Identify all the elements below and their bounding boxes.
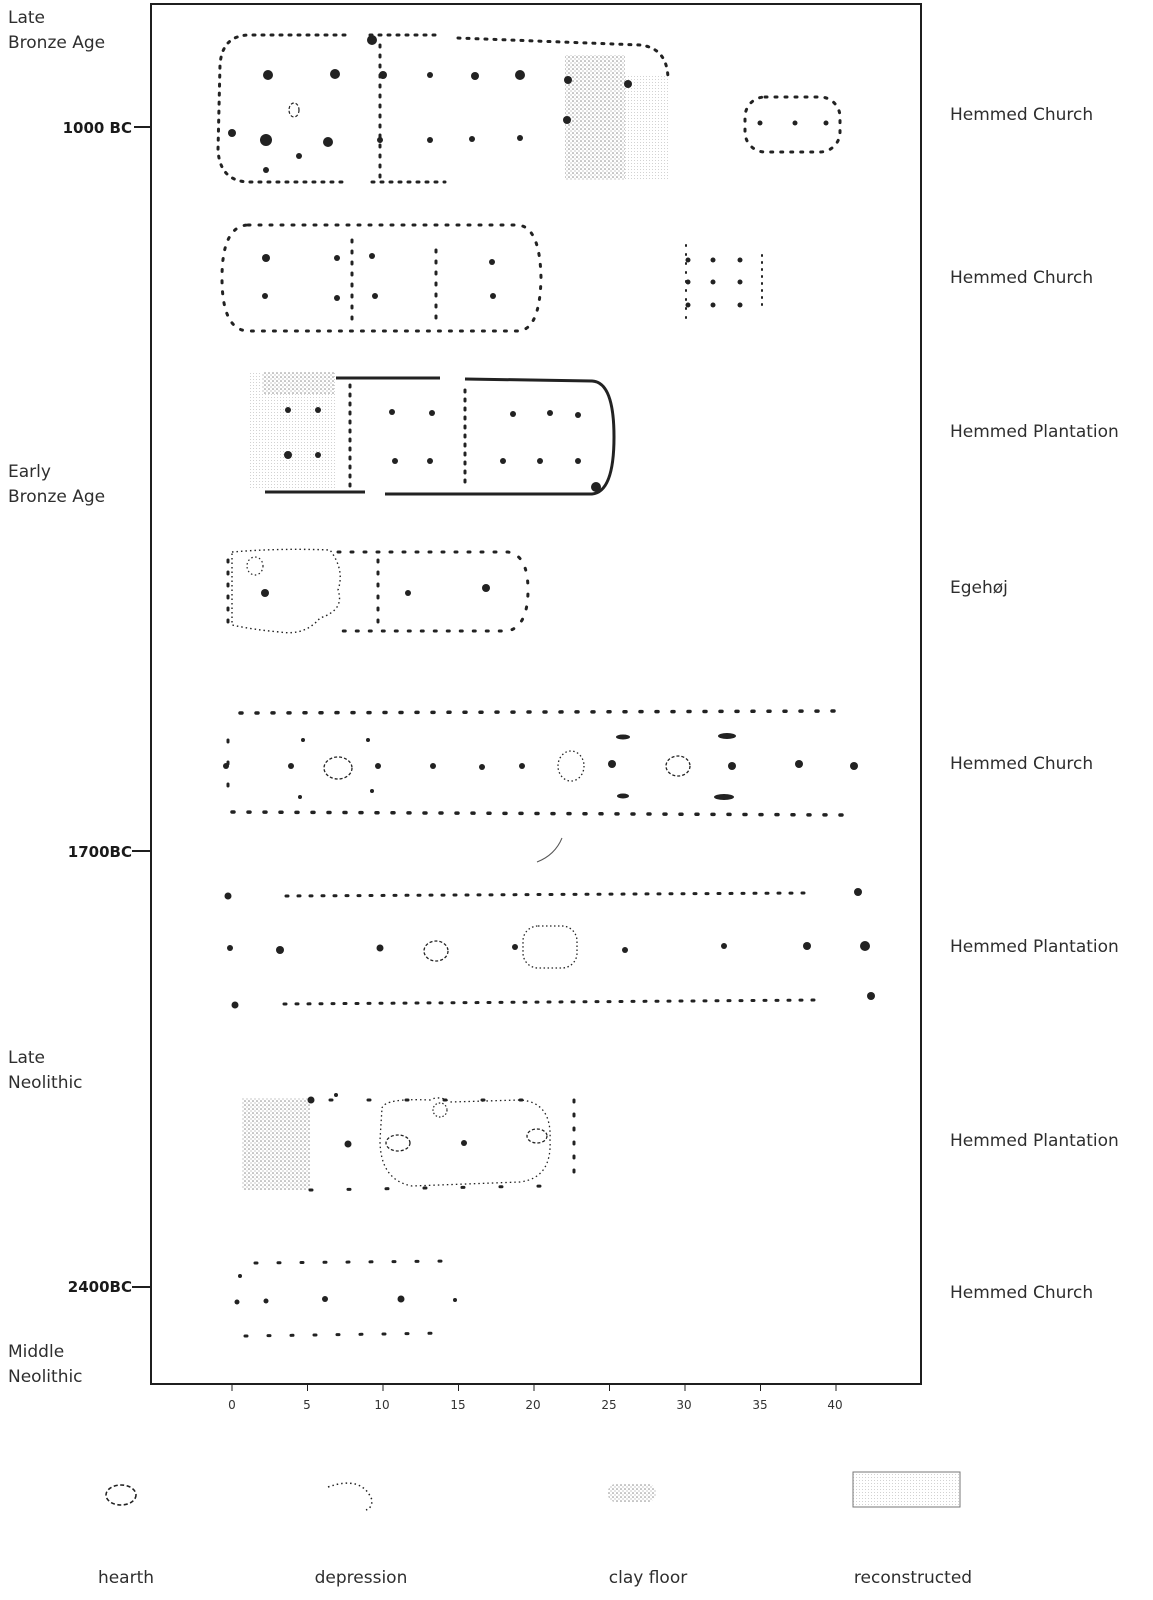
house-plan-1-outbuilding bbox=[743, 95, 842, 154]
period-label-early-bronze-age: Early Bronze Age bbox=[8, 462, 106, 507]
clay-floor-icon bbox=[608, 1484, 656, 1502]
legend-label-hearth: hearth bbox=[97, 1568, 155, 1588]
period-label-late-bronze-age: Late Bronze Age bbox=[8, 8, 106, 53]
house-plan-1 bbox=[216, 33, 670, 184]
house-plan-6 bbox=[224, 837, 875, 1009]
scale-tick-label: 15 bbox=[450, 1398, 466, 1412]
scale-tick-label: 0 bbox=[228, 1398, 236, 1412]
site-label-house-8: Hemmed Church bbox=[950, 1283, 1094, 1303]
date-label-1000bc: 1000 BC bbox=[62, 119, 132, 137]
house-plan-2-outbuilding bbox=[685, 244, 763, 321]
clay-floor-area bbox=[262, 372, 334, 394]
site-label-house-7: Hemmed Plantation bbox=[950, 1131, 1119, 1151]
house-plan-4 bbox=[226, 548, 530, 634]
site-label-house-2: Hemmed Church bbox=[950, 268, 1094, 288]
depression-icon bbox=[327, 1482, 373, 1511]
legend-label-clay-floor: clay floor bbox=[608, 1568, 688, 1588]
clay-floor-area bbox=[565, 55, 625, 180]
house-plan-8 bbox=[234, 1259, 457, 1338]
scale-axis bbox=[231, 1384, 837, 1391]
period-label-late-neolithic: Late Neolithic bbox=[8, 1048, 83, 1093]
scale-tick-label: 10 bbox=[374, 1398, 390, 1412]
house-plan-2 bbox=[220, 223, 543, 333]
house-plan-7 bbox=[242, 1093, 576, 1192]
site-label-house-6: Hemmed Plantation bbox=[950, 937, 1119, 957]
site-label-house-5: Hemmed Church bbox=[950, 754, 1094, 774]
legend-label-depression: depression bbox=[314, 1568, 408, 1588]
scale-tick-label: 35 bbox=[752, 1398, 768, 1412]
house-plan-3 bbox=[248, 372, 616, 496]
scale-tick-label: 25 bbox=[601, 1398, 617, 1412]
site-label-house-4: Egehøj bbox=[950, 578, 1008, 598]
period-label-middle-neolithic: Middle Neolithic bbox=[8, 1342, 83, 1387]
site-label-house-3: Hemmed Plantation bbox=[950, 422, 1119, 442]
hearth-icon bbox=[105, 1484, 137, 1506]
scale-tick-label: 30 bbox=[676, 1398, 692, 1412]
house-plan-5 bbox=[223, 709, 858, 817]
date-label-2400bc: 2400BC bbox=[67, 1278, 132, 1296]
reconstructed-area bbox=[625, 75, 670, 180]
clay-floor-area bbox=[242, 1098, 310, 1190]
legend-label-reconstructed: reconstructed bbox=[853, 1568, 973, 1588]
site-label-house-1: Hemmed Church bbox=[950, 105, 1094, 125]
reconstructed-icon bbox=[852, 1471, 961, 1508]
scale-tick-label: 20 bbox=[525, 1398, 541, 1412]
scale-tick-label: 5 bbox=[303, 1398, 311, 1412]
chart-frame bbox=[150, 3, 922, 1385]
scale-tick-label: 40 bbox=[827, 1398, 843, 1412]
date-label-1700bc: 1700BC bbox=[67, 843, 132, 861]
